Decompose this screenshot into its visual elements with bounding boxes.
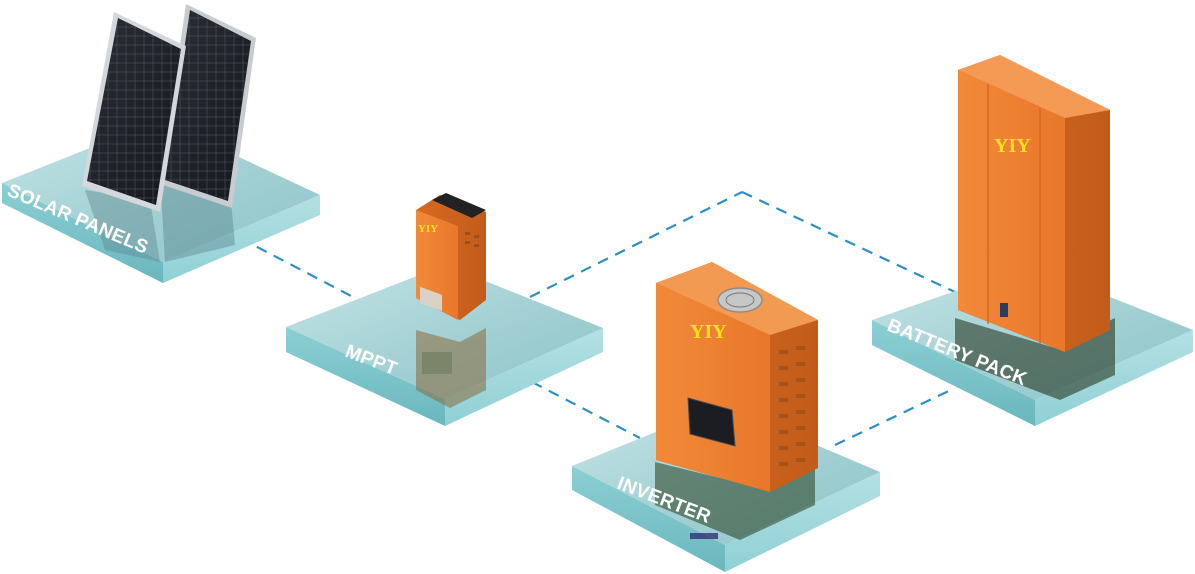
platform-top <box>286 265 603 399</box>
connector-mppt-battery-b <box>741 191 956 293</box>
mppt-display <box>420 286 442 311</box>
platform-side-left <box>286 327 445 426</box>
mppt-device: YIY <box>416 193 486 320</box>
inverter-device: YIY <box>656 262 818 492</box>
battery-brand: YIY <box>994 135 1031 157</box>
connector-solar-mppt <box>239 237 356 299</box>
battery-device: YIY <box>958 55 1110 352</box>
inverter-brand: YIY <box>690 321 727 343</box>
platform-side-left <box>872 320 1035 426</box>
fan-grille <box>717 287 763 313</box>
inverter-control-panel <box>687 397 736 447</box>
platform-side-right <box>445 328 603 426</box>
platform-side-left <box>572 466 725 572</box>
platform-side-right <box>725 472 880 572</box>
connector-mppt-battery-a <box>529 191 743 298</box>
solar-panels-device <box>82 4 256 212</box>
connector-inverter-battery <box>834 387 956 446</box>
connection-lines <box>239 191 956 446</box>
mppt-platform <box>286 265 603 426</box>
inverter-vents <box>779 346 805 466</box>
platform-side-right <box>163 195 320 283</box>
mppt-brand: YIY <box>418 223 438 235</box>
connector-mppt-inverter <box>531 381 641 439</box>
platform-side-left <box>2 183 163 283</box>
platform-side-right <box>1035 330 1193 426</box>
